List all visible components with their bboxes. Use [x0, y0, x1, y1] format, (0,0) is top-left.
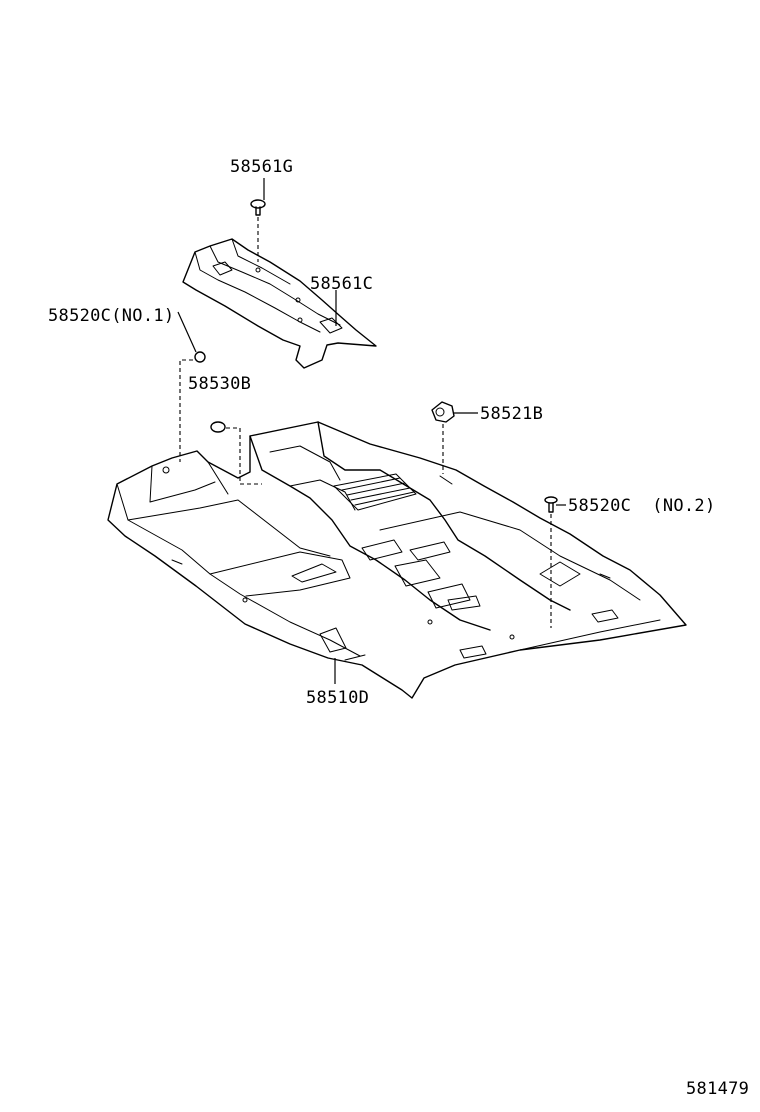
label-58530b: 58530B: [188, 374, 251, 394]
label-58510d: 58510D: [306, 688, 369, 708]
clip-no2-part: [544, 496, 558, 628]
floor-carpet-part: [107, 421, 687, 699]
label-58561c: 58561C: [310, 274, 373, 294]
clamp-part: [431, 401, 455, 474]
label-58561g: 58561G: [230, 157, 293, 177]
hole-plug-part: [210, 421, 262, 485]
clip-58561g-part: [250, 199, 266, 262]
label-58520c-no1: 58520C(NO.1): [48, 306, 174, 326]
figure-number: 581479: [686, 1079, 749, 1099]
clip-no1-part: [179, 351, 206, 462]
label-58521b: 58521B: [480, 404, 543, 424]
label-58520c-no2: 58520C (NO.2): [568, 496, 716, 516]
rear-floor-mat-part: [182, 238, 377, 369]
leader-clip-no1: [177, 311, 197, 353]
